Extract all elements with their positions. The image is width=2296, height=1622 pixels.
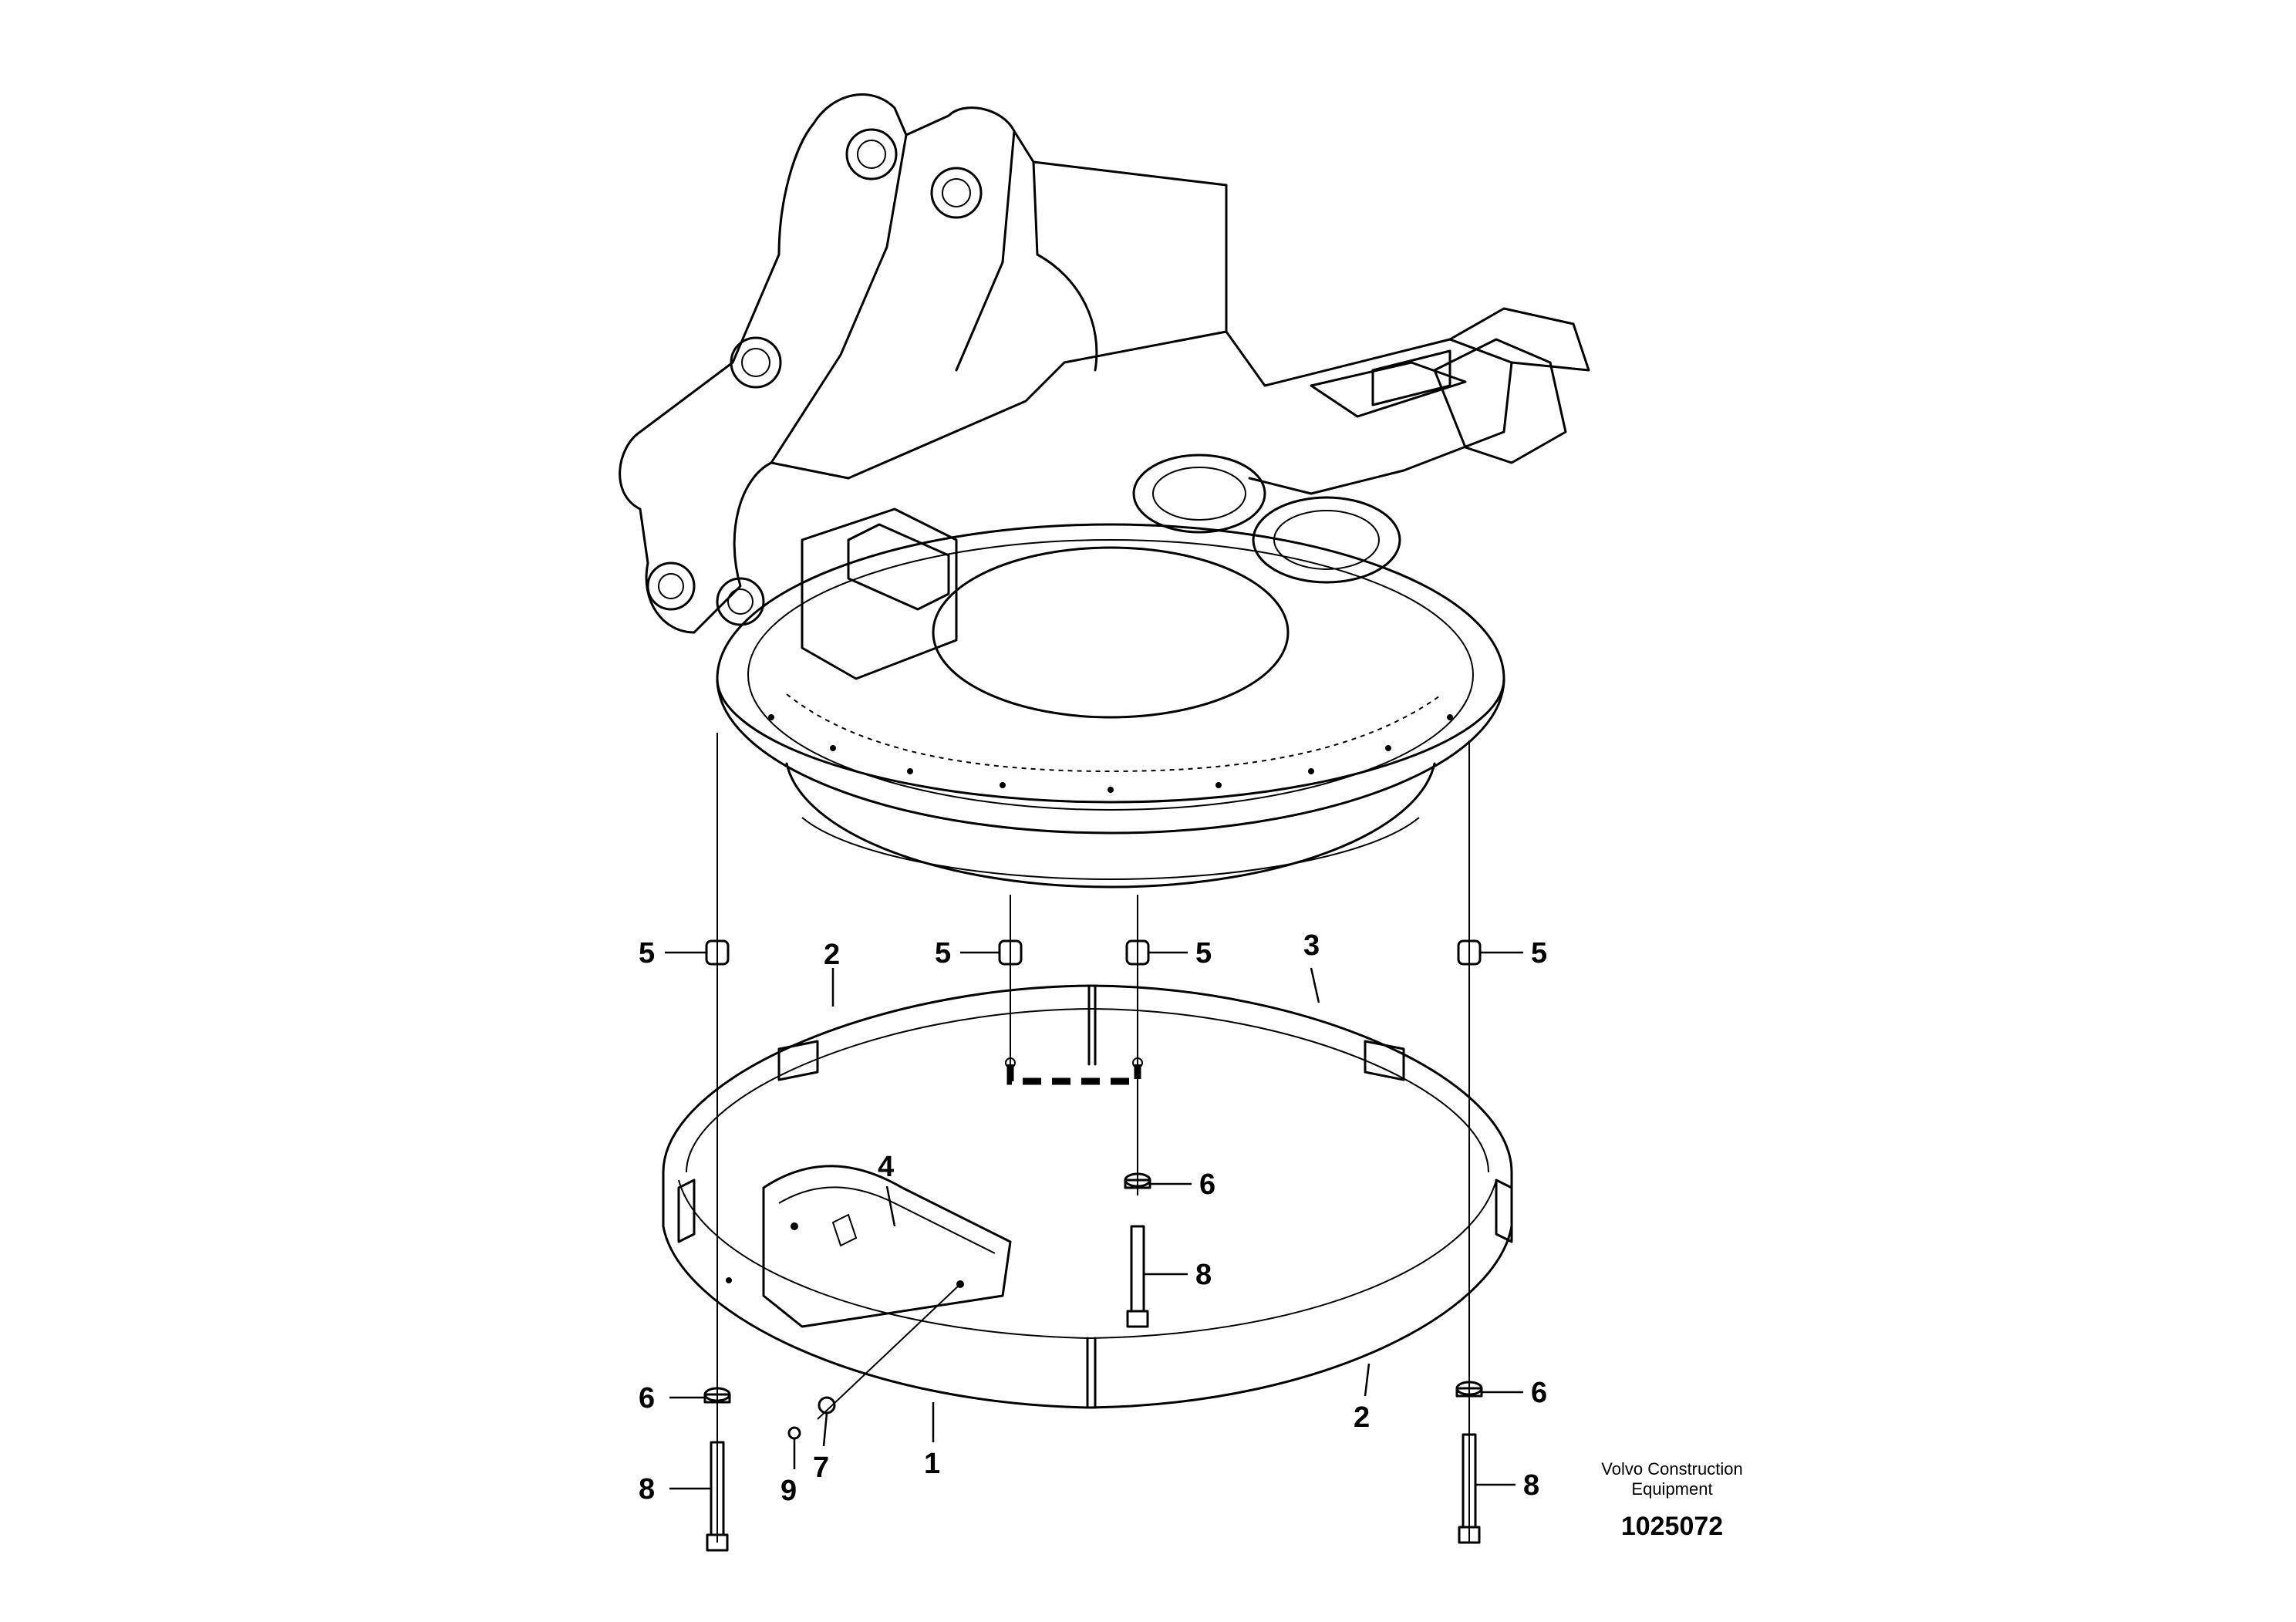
callout-2-bottom: 2 <box>1354 1401 1370 1434</box>
brand-line-2: Equipment <box>1631 1479 1712 1499</box>
callout-6-left: 6 <box>639 1382 655 1415</box>
bolt-parts <box>706 1225 1481 1552</box>
callout-6-right: 6 <box>1531 1377 1547 1409</box>
cover-plate <box>762 1165 1012 1328</box>
skirt-ring <box>662 984 1513 1409</box>
spacer-parts <box>705 939 1482 966</box>
callout-labels: 5 5 5 5 2 3 4 6 6 6 8 8 8 1 2 7 9 <box>639 929 1547 1507</box>
callout-8-center: 8 <box>1195 1259 1212 1291</box>
callout-4: 4 <box>878 1151 894 1183</box>
callout-2-top: 2 <box>824 939 840 971</box>
drawing-number: 1025072 <box>1621 1512 1723 1541</box>
callout-5-right: 5 <box>1531 937 1547 969</box>
callout-leaders <box>665 951 1523 1490</box>
callout-1: 1 <box>924 1448 940 1480</box>
callout-5-center-right: 5 <box>1195 937 1212 969</box>
callout-6-center: 6 <box>1199 1168 1215 1201</box>
washer-parts <box>703 1172 1483 1404</box>
brand-line-1: Volvo Construction <box>1601 1459 1742 1479</box>
bearing-bolt-holes <box>768 714 1453 793</box>
title-block: Volvo Construction Equipment 1025072 <box>1601 1459 1742 1541</box>
callout-8-left: 8 <box>639 1473 655 1506</box>
upper-frame-assembly <box>619 93 1590 889</box>
callout-5-left: 5 <box>639 937 655 969</box>
callout-3: 3 <box>1303 929 1320 962</box>
callout-8-right: 8 <box>1523 1469 1539 1502</box>
callout-9: 9 <box>781 1475 797 1507</box>
callout-5-center-left: 5 <box>935 937 951 969</box>
callout-7: 7 <box>813 1452 829 1484</box>
assembly-lines <box>716 733 1470 1543</box>
